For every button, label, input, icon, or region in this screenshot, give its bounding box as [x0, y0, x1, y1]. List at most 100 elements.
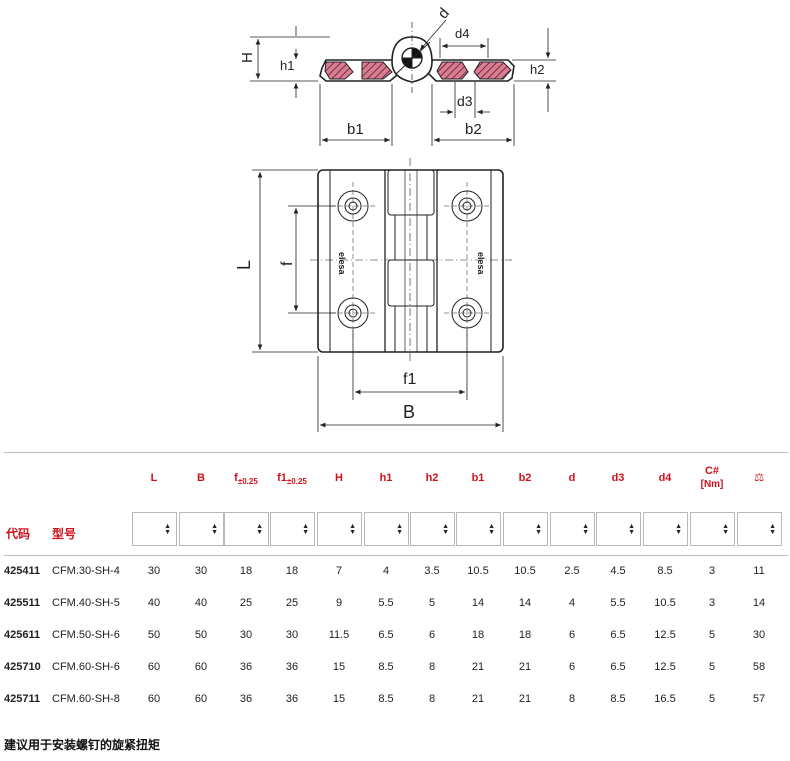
logo-left: elesa: [337, 252, 347, 276]
code-column-label: 代码: [6, 527, 31, 541]
row-value: 15: [332, 693, 346, 705]
row-value: 25: [239, 597, 253, 609]
row-value: 16.5: [654, 693, 676, 705]
column-header: L: [132, 453, 176, 503]
row-value: 10.5: [467, 565, 489, 577]
row-value: 4.5: [610, 565, 626, 577]
column-filter-select[interactable]: ▲▼: [317, 512, 362, 546]
row-value: 14: [518, 597, 532, 609]
row-model: CFM.40-SH-5: [52, 597, 120, 609]
side-view-dimensions: [250, 19, 556, 146]
side-view: [319, 22, 515, 94]
row-value: 8: [428, 661, 436, 673]
sort-arrows-icon: ▲▼: [164, 523, 171, 536]
column-filter-select[interactable]: ▲▼: [690, 512, 735, 546]
column-header-main: d4: [658, 471, 672, 484]
column-header: f±0.25: [224, 453, 268, 503]
row-value: 21: [518, 693, 532, 705]
row-value: 9: [335, 597, 343, 609]
column-filter-select[interactable]: ▲▼: [364, 512, 409, 546]
row-value: 60: [147, 693, 161, 705]
row-value: 8.5: [378, 661, 394, 673]
row-value: 30: [194, 565, 208, 577]
row-value: 6: [428, 629, 436, 641]
sort-arrows-icon: ▲▼: [302, 523, 309, 536]
sort-arrows-icon: ▲▼: [396, 523, 403, 536]
column-header-main: d3: [611, 471, 625, 484]
row-model: CFM.60-SH-6: [52, 661, 120, 673]
row-value: 30: [147, 565, 161, 577]
column-filter-select[interactable]: ▲▼: [224, 512, 269, 546]
row-value: 8: [568, 693, 576, 705]
row-value: 6.5: [378, 629, 394, 641]
column-header-main: f1: [277, 471, 287, 484]
row-value: 15: [332, 661, 346, 673]
column-filter-select[interactable]: ▲▼: [132, 512, 177, 546]
column-header: C#[Nm]: [690, 453, 734, 503]
row-value: 12.5: [654, 629, 676, 641]
row-value: 58: [752, 661, 766, 673]
label-f1: f1: [403, 371, 416, 388]
row-value: 4: [568, 597, 576, 609]
column-filter-select[interactable]: ▲▼: [550, 512, 595, 546]
column-header-main: H: [335, 471, 343, 484]
column-header: b2: [503, 453, 547, 503]
row-value: 8.5: [610, 693, 626, 705]
sort-arrows-icon: ▲▼: [211, 523, 218, 536]
column-filter-select[interactable]: ▲▼: [456, 512, 501, 546]
column-filter-select[interactable]: ▲▼: [503, 512, 548, 546]
column-header: b1: [456, 453, 500, 503]
row-value: 11: [753, 565, 765, 577]
label-b1: b1: [347, 121, 364, 138]
row-value: 5: [708, 661, 716, 673]
row-value: 60: [147, 661, 161, 673]
row-code: 425711: [4, 693, 41, 705]
model-column-label: 型号: [52, 527, 77, 541]
row-value: 3: [708, 565, 716, 577]
row-value: 4: [382, 565, 390, 577]
row-value: 21: [471, 661, 485, 673]
column-header-main: ⚖: [754, 471, 764, 484]
row-value: 10.5: [654, 597, 676, 609]
column-header-main: h1: [379, 471, 393, 484]
row-value: 6.5: [610, 629, 626, 641]
label-B: B: [403, 402, 415, 422]
row-value: 18: [285, 565, 299, 577]
column-header-main: C#: [704, 465, 720, 477]
column-header: H: [317, 453, 361, 503]
column-header-main: f: [234, 471, 238, 484]
column-filter-select[interactable]: ▲▼: [410, 512, 455, 546]
row-model: CFM.50-SH-6: [52, 629, 120, 641]
sort-arrows-icon: ▲▼: [349, 523, 356, 536]
row-value: 30: [752, 629, 766, 641]
row-value: 30: [239, 629, 253, 641]
column-filter-select[interactable]: ▲▼: [596, 512, 641, 546]
row-value: 5: [428, 597, 436, 609]
column-filter-select[interactable]: ▲▼: [737, 512, 782, 546]
front-view: [310, 158, 512, 362]
row-value: 50: [194, 629, 208, 641]
row-value: 36: [285, 661, 299, 673]
label-d3: d3: [457, 93, 473, 109]
row-value: 12.5: [654, 661, 676, 673]
column-filter-select[interactable]: ▲▼: [270, 512, 315, 546]
row-value: 5: [708, 629, 716, 641]
row-code: 425411: [4, 565, 41, 577]
column-header-main: d: [568, 471, 576, 484]
column-header: ⚖: [737, 453, 781, 503]
column-header-sub: ±0.25: [286, 476, 307, 486]
row-value: 30: [285, 629, 299, 641]
column-filter-select[interactable]: ▲▼: [179, 512, 224, 546]
row-value: 40: [147, 597, 161, 609]
column-header: d4: [643, 453, 687, 503]
filter-row: 代码 型号 ▲▼▲▼▲▼▲▼▲▼▲▼▲▼▲▼▲▼▲▼▲▼▲▼▲▼▲▼: [4, 503, 788, 555]
row-value: 25: [285, 597, 299, 609]
row-value: 7: [335, 565, 343, 577]
column-filter-select[interactable]: ▲▼: [643, 512, 688, 546]
row-value: 18: [239, 565, 253, 577]
